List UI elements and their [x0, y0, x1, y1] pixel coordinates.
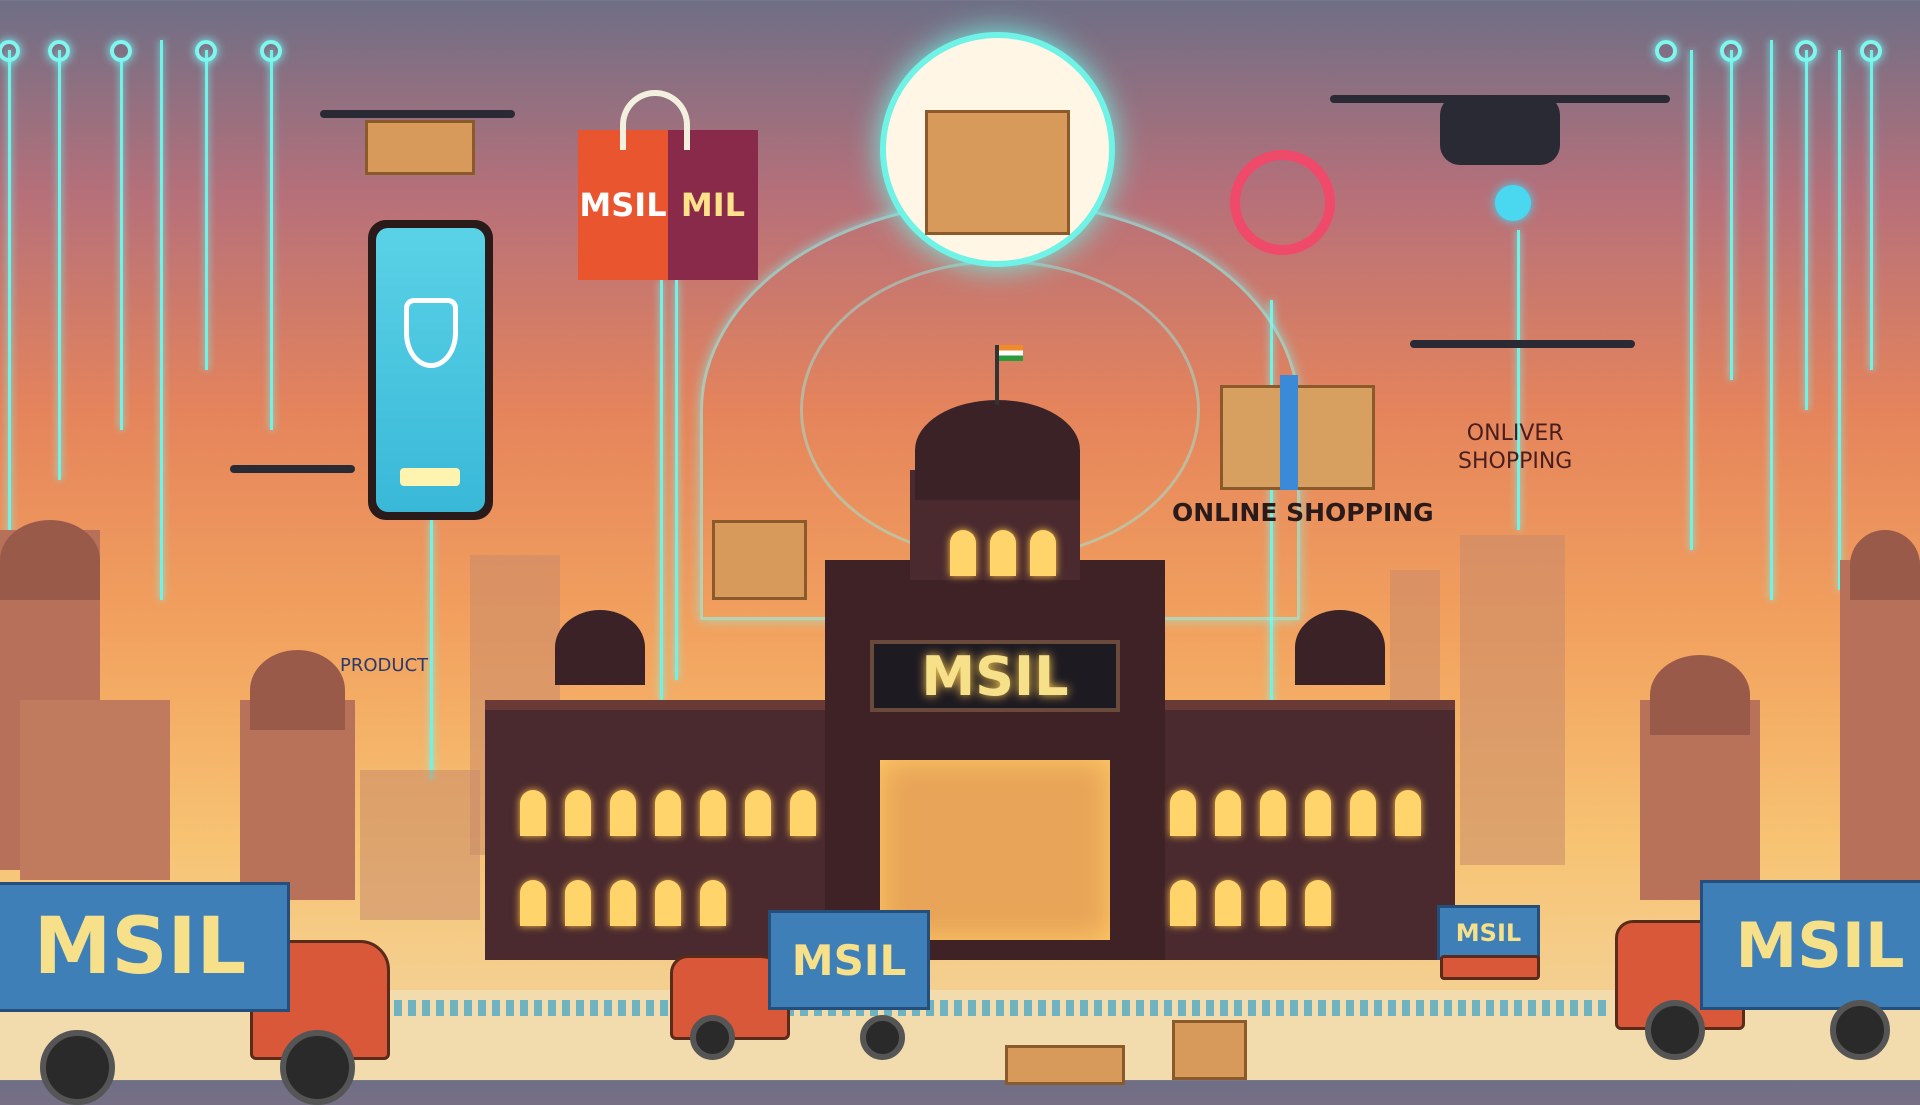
truck-right-sign: MSIL — [1700, 880, 1920, 1010]
ground-pattern — [380, 1000, 1610, 1016]
palace-sign-text: MSIL — [921, 644, 1069, 708]
onliver-line2: SHOPPING — [1458, 449, 1573, 474]
smartphone — [368, 220, 493, 520]
truck-small-sign: MSIL — [1437, 905, 1540, 960]
truck-left-sign: MSIL — [0, 882, 290, 1012]
shopping-bag-icon — [404, 298, 458, 368]
phone-button — [400, 468, 460, 486]
bag-text-right: MIL — [680, 186, 746, 224]
onliver-line1: ONLIVER — [1466, 421, 1564, 446]
bag-handles — [620, 90, 690, 150]
product-label: PRODUCT — [340, 655, 429, 676]
online-shopping-label: ONLINE SHOPPING — [1172, 498, 1434, 527]
onliver-shopping-label: ONLIVER SHOPPING — [1458, 420, 1572, 476]
ground-box — [1172, 1020, 1247, 1080]
shopping-bag: MSIL MIL — [578, 130, 758, 280]
truck-middle-sign: MSIL — [768, 910, 930, 1010]
target-ring-icon — [1230, 150, 1335, 255]
package-box — [925, 110, 1070, 235]
small-gift-box — [712, 520, 807, 600]
gift-ribbon — [1280, 375, 1298, 490]
palace-sign: MSIL — [870, 640, 1120, 712]
bag-text-left: MSIL — [579, 186, 667, 224]
ground-box — [1005, 1045, 1125, 1085]
